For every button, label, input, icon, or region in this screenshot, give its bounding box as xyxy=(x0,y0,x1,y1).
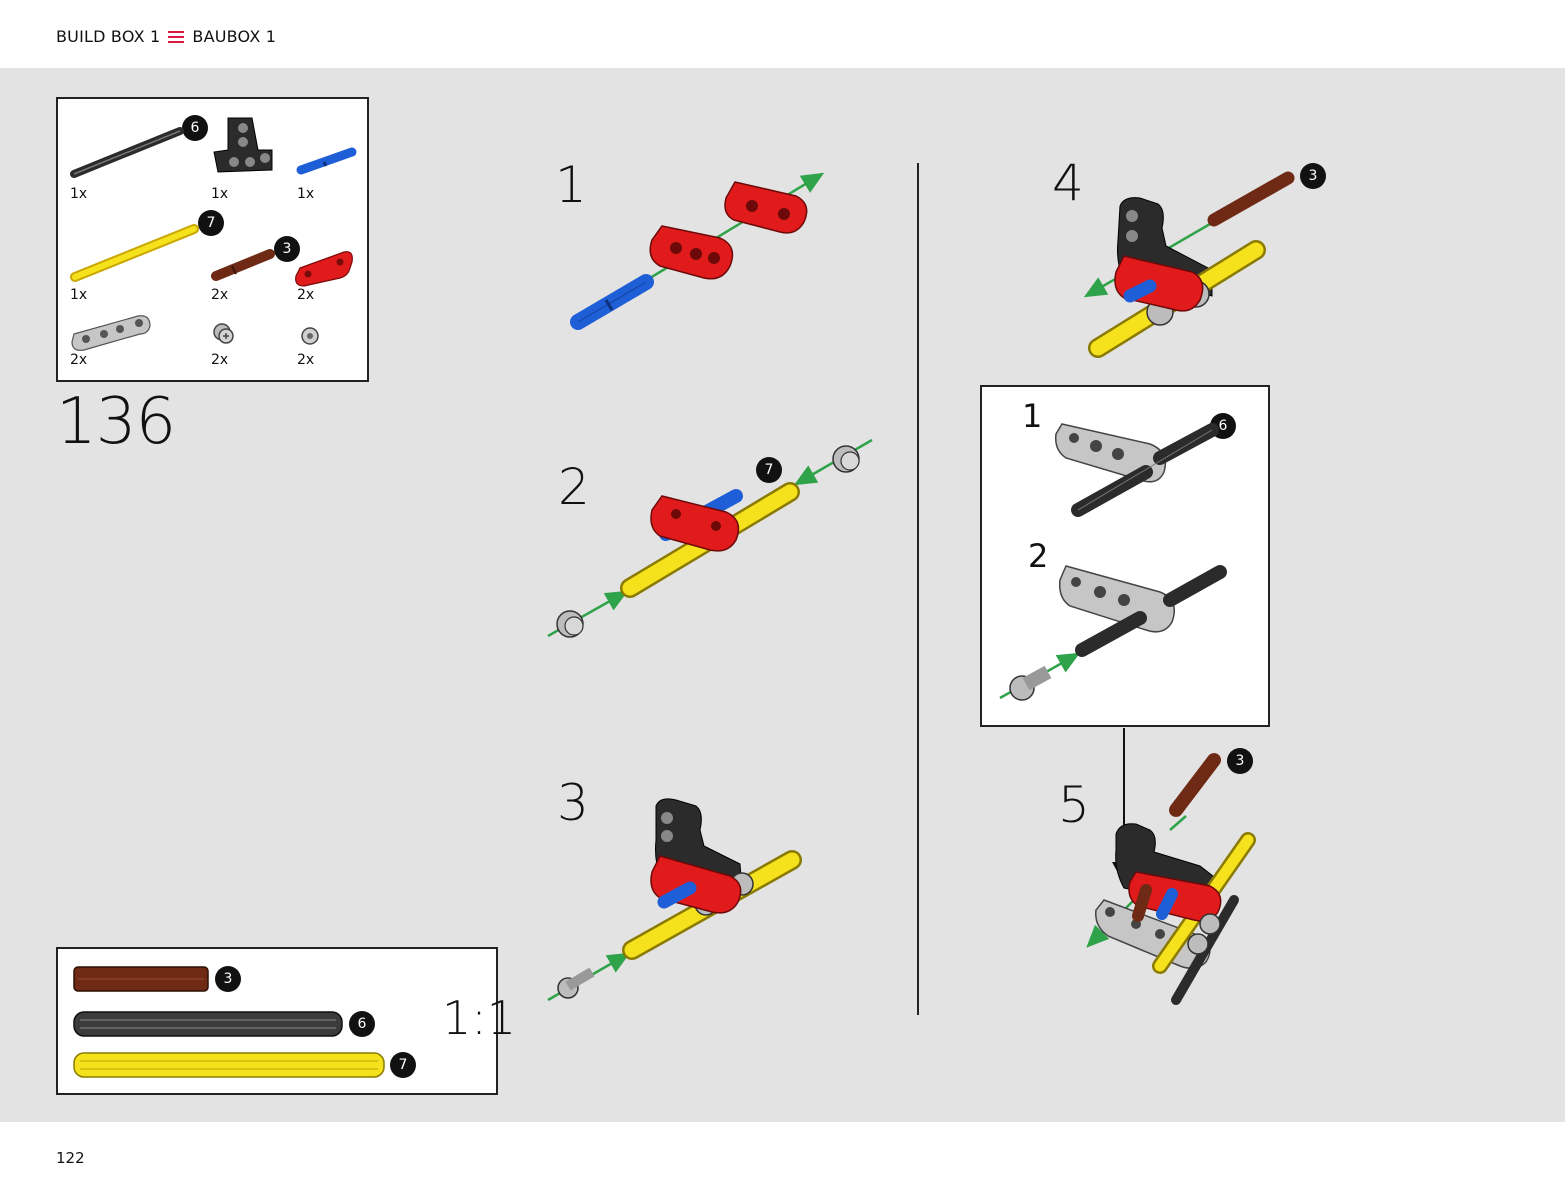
page-header: BUILD BOX 1 BAUBOX 1 xyxy=(0,0,1565,68)
part-qty-black-bracket: 1x xyxy=(211,186,229,202)
part-gray-liftarm-icon xyxy=(71,315,151,351)
step-label-3: 3 xyxy=(557,774,589,832)
step-5-illustration xyxy=(1086,753,1256,1005)
build-step-number: 136 xyxy=(56,385,176,459)
step-1-illustration xyxy=(570,172,825,330)
menu-icon xyxy=(168,30,185,43)
part-qty-black-axle: 1x xyxy=(70,186,88,202)
part-qty-gray-liftarm: 2x xyxy=(70,352,88,368)
part-black-bracket-icon xyxy=(213,117,273,173)
part-qty-blue-pin: 1x xyxy=(297,186,315,202)
part-qty-brown-axle: 2x xyxy=(211,287,229,303)
scale-bar-black xyxy=(73,1011,343,1037)
header-title: BUILD BOX 1 BAUBOX 1 xyxy=(56,27,276,46)
part-qty-half-bush: 2x xyxy=(297,352,315,368)
step-label-1: 1 xyxy=(555,156,587,214)
part-brown-axle-icon xyxy=(211,249,275,281)
length-badge: 6 xyxy=(182,115,208,141)
length-badge: 7 xyxy=(198,210,224,236)
column-divider xyxy=(917,163,919,1015)
part-yellow-axle-icon xyxy=(70,224,199,282)
part-qty-red-liftarm: 2x xyxy=(297,287,315,303)
length-badge: 7 xyxy=(390,1052,416,1078)
page-number: 122 xyxy=(56,1149,85,1167)
substep-1-illustration xyxy=(1054,423,1219,517)
substep-2-illustration xyxy=(999,565,1227,701)
scale-bar-yellow xyxy=(73,1052,385,1078)
step-label-4: 4 xyxy=(1052,154,1084,212)
step-label-5: 5 xyxy=(1058,776,1090,834)
scale-label: 1:1 xyxy=(442,991,517,1045)
part-half-bush-icon xyxy=(301,327,319,345)
step-4-illustration xyxy=(1083,171,1295,358)
length-badge: 6 xyxy=(349,1011,375,1037)
part-black-axle-icon xyxy=(70,127,184,178)
length-badge: 3 xyxy=(215,966,241,992)
substep-label-1: 1 xyxy=(1022,397,1043,435)
part-red-liftarm-icon xyxy=(295,251,353,287)
length-badge: 3 xyxy=(274,236,300,262)
part-gray-bush-icon xyxy=(213,323,234,344)
header-title-en: BUILD BOX 1 xyxy=(56,27,161,46)
length-badge: 3 xyxy=(1300,163,1326,189)
part-qty-yellow-axle: 1x xyxy=(70,287,88,303)
header-title-de: BAUBOX 1 xyxy=(192,27,277,46)
length-badge: 3 xyxy=(1227,748,1253,774)
step-3-illustration xyxy=(547,798,802,1002)
substep-label-2: 2 xyxy=(1028,537,1049,575)
length-badge: 7 xyxy=(756,457,782,483)
scale-bar-brown xyxy=(73,966,209,992)
step-label-2: 2 xyxy=(558,458,590,516)
part-blue-pin-icon xyxy=(296,147,357,175)
step-2-illustration xyxy=(547,438,873,638)
part-qty-gray-bush: 2x xyxy=(211,352,229,368)
